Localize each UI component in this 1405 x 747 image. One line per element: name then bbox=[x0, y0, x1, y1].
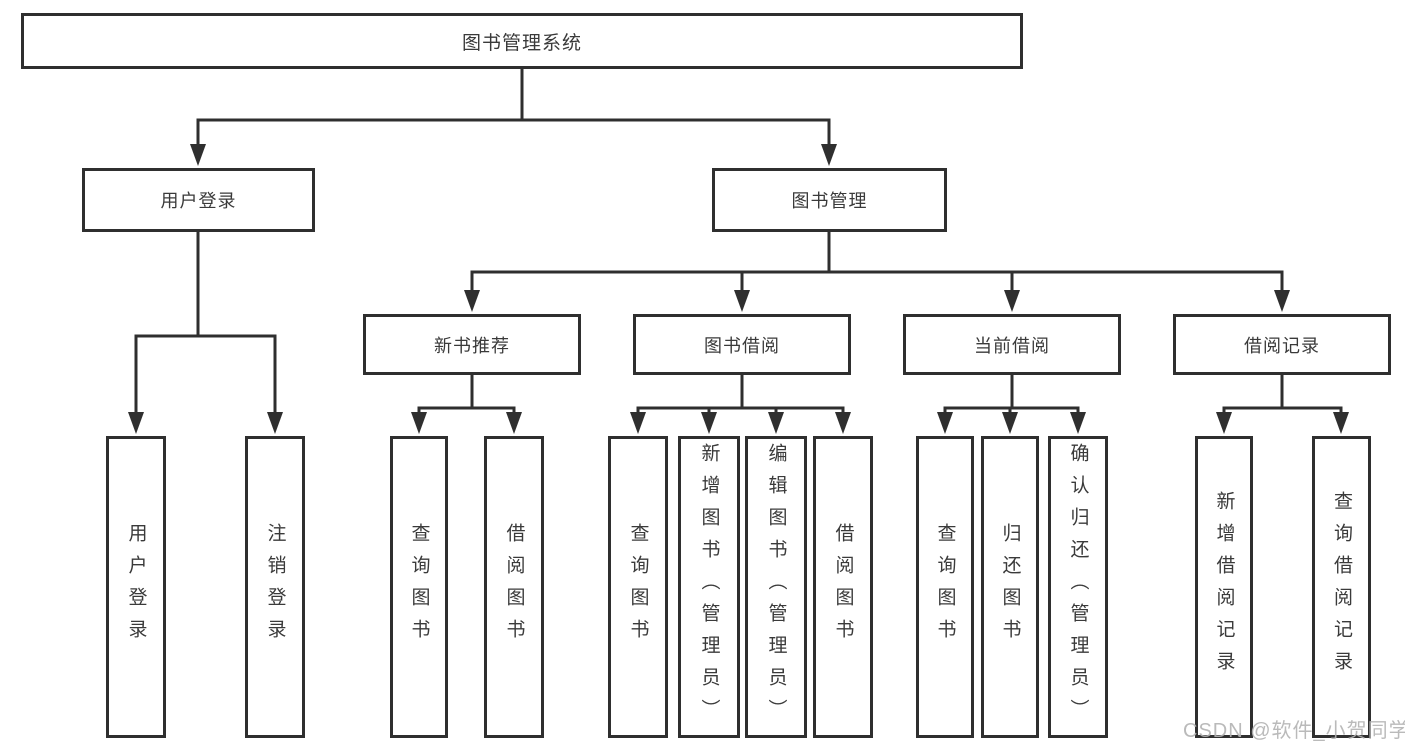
leaf-query-book-1-label: 查询图书 bbox=[408, 523, 430, 651]
leaf-edit-book-admin: 编辑图书（管理员） bbox=[745, 436, 807, 738]
node-user-login: 用户登录 bbox=[82, 168, 315, 232]
node-new-book-recommendation: 新书推荐 bbox=[363, 314, 581, 375]
leaf-edit-book-admin-label: 编辑图书（管理员） bbox=[765, 443, 787, 731]
leaf-return-book: 归还图书 bbox=[981, 436, 1039, 738]
leaf-query-book-1: 查询图书 bbox=[390, 436, 448, 738]
leaf-query-borrow-record-label: 查询借阅记录 bbox=[1331, 491, 1352, 683]
leaf-add-borrow-record: 新增借阅记录 bbox=[1195, 436, 1253, 738]
node-root: 图书管理系统 bbox=[21, 13, 1023, 69]
csdn-watermark: CSDN @软件_小贺同学 bbox=[1183, 720, 1405, 742]
leaf-add-book-admin: 新增图书（管理员） bbox=[678, 436, 740, 738]
leaf-borrow-book-2-label: 借阅图书 bbox=[832, 523, 854, 651]
leaf-query-borrow-record: 查询借阅记录 bbox=[1312, 436, 1371, 738]
leaf-add-borrow-record-label: 新增借阅记录 bbox=[1213, 491, 1235, 683]
leaf-logout: 注销登录 bbox=[245, 436, 305, 738]
leaf-user-login-label: 用户登录 bbox=[125, 523, 147, 651]
leaf-borrow-book-1: 借阅图书 bbox=[484, 436, 544, 738]
leaf-query-book-3-label: 查询图书 bbox=[934, 523, 956, 651]
leaf-query-book-3: 查询图书 bbox=[916, 436, 974, 738]
leaf-query-book-2-label: 查询图书 bbox=[627, 523, 649, 651]
node-book-management: 图书管理 bbox=[712, 168, 947, 232]
leaf-borrow-book-2: 借阅图书 bbox=[813, 436, 873, 738]
node-current-borrowing: 当前借阅 bbox=[903, 314, 1121, 375]
leaf-confirm-return-admin: 确认归还（管理员） bbox=[1048, 436, 1108, 738]
leaf-confirm-return-admin-label: 确认归还（管理员） bbox=[1067, 443, 1089, 731]
leaf-borrow-book-1-label: 借阅图书 bbox=[503, 523, 525, 651]
leaf-query-book-2: 查询图书 bbox=[608, 436, 668, 738]
leaf-add-book-admin-label: 新增图书（管理员） bbox=[698, 443, 720, 731]
leaf-return-book-label: 归还图书 bbox=[999, 523, 1021, 651]
leaf-user-login: 用户登录 bbox=[106, 436, 166, 738]
node-borrowing-records: 借阅记录 bbox=[1173, 314, 1391, 375]
node-book-borrowing: 图书借阅 bbox=[633, 314, 851, 375]
leaf-logout-label: 注销登录 bbox=[264, 523, 286, 651]
